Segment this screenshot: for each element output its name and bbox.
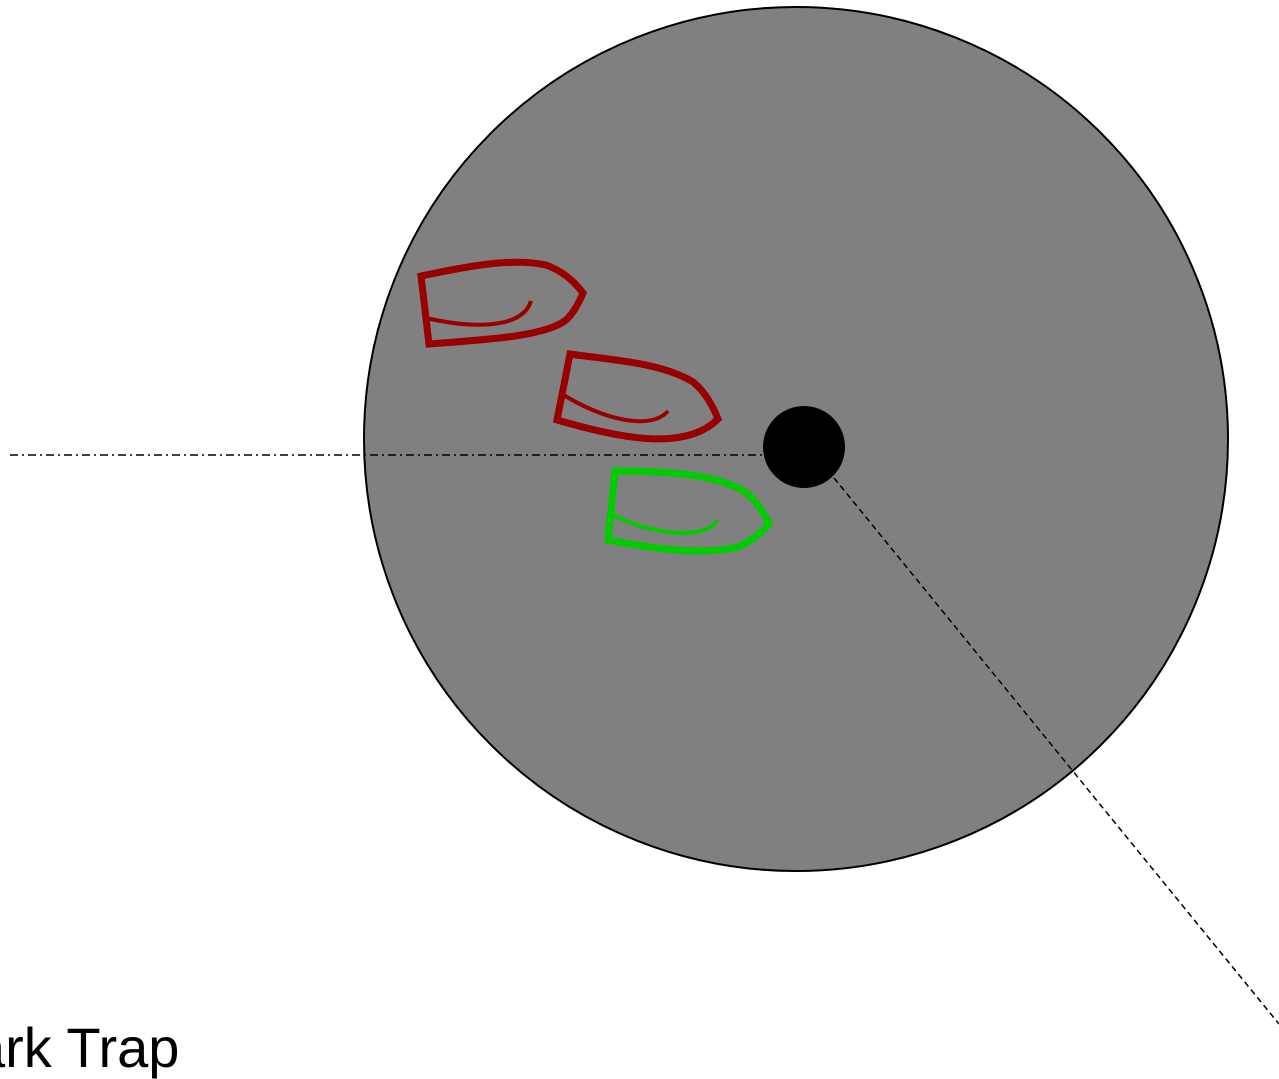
red-boat-2 <box>552 350 723 443</box>
green-boat-deck <box>609 511 719 535</box>
red-boat-1 <box>417 258 588 348</box>
red-boat-2-deck <box>560 392 670 424</box>
green-boat <box>604 467 774 555</box>
red-boat-1-hull <box>417 258 588 348</box>
mark <box>763 406 845 488</box>
diagram-caption: ark Trap <box>0 1016 180 1079</box>
red-boat-1-deck <box>425 300 533 327</box>
red-boat-2-hull <box>552 350 723 443</box>
green-boat-hull <box>604 467 774 555</box>
layline <box>833 477 1279 1025</box>
